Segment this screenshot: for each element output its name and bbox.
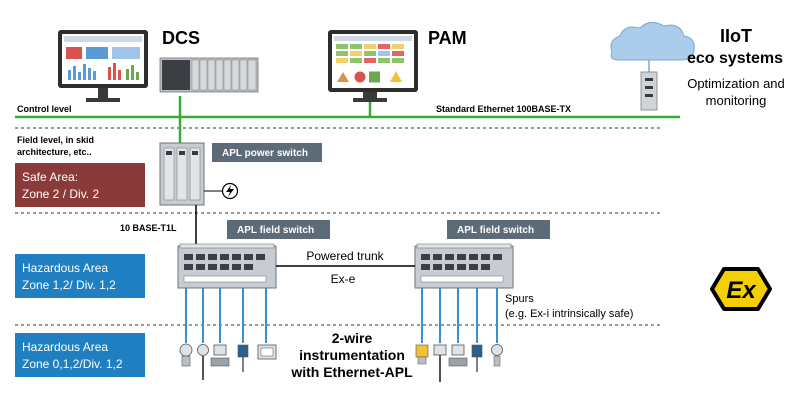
level-probe-icon bbox=[433, 344, 447, 382]
t1l-label: 10 BASE-T1L bbox=[120, 223, 177, 233]
field-switch-left-label: APL field switch bbox=[237, 225, 314, 236]
field-level-label-line2: architecture, etc.. bbox=[17, 147, 92, 157]
ethernet-bus bbox=[15, 96, 680, 143]
pam-label: PAM bbox=[428, 28, 467, 48]
instruments-right bbox=[415, 344, 503, 382]
display-unit-icon bbox=[257, 344, 277, 360]
pam-monitor bbox=[328, 30, 418, 102]
apl-power-switch bbox=[159, 142, 205, 206]
hazardous-area-zone1: Hazardous Area Zone 1,2/ Div. 1,2 bbox=[15, 254, 145, 298]
instrumentation-line3: with Ethernet-APL bbox=[290, 364, 413, 380]
dcs-controller-rack bbox=[159, 57, 259, 93]
hazard1-line2: Zone 1,2/ Div. 1,2 bbox=[22, 278, 116, 292]
hazard1-line1: Hazardous Area bbox=[22, 261, 108, 275]
control-level-label: Control level bbox=[17, 104, 72, 114]
ex-hazard-icon: Ex bbox=[710, 267, 772, 311]
power-switch-label: APL power switch bbox=[222, 148, 308, 159]
flowmeter-icon bbox=[210, 344, 230, 367]
spurs-label-line2: (e.g. Ex-i intrinsically safe) bbox=[505, 308, 633, 320]
maintenance-icon bbox=[390, 71, 402, 82]
trunk-label-line2: Ex-e bbox=[331, 272, 356, 286]
iiot-title-line1: IIoT bbox=[720, 26, 752, 46]
power-switch-label-box bbox=[212, 143, 322, 162]
iiot-subtitle-line1: Optimization and bbox=[687, 76, 785, 91]
ok-check-icon bbox=[369, 71, 380, 83]
iiot-title-line2: eco systems bbox=[687, 50, 783, 67]
field-level-label-line1: Field level, in skid bbox=[17, 135, 94, 145]
hazard2-line2: Zone 0,1,2/Div. 1,2 bbox=[22, 357, 123, 371]
trunk-label-line1: Powered trunk bbox=[306, 249, 384, 263]
field-switch-right-label: APL field switch bbox=[457, 225, 534, 236]
instrumentation-line2: instrumentation bbox=[299, 347, 405, 363]
iiot-gateway-icon bbox=[640, 71, 658, 111]
temperature-transmitter-icon bbox=[491, 344, 503, 367]
hazardous-area-zone0: Hazardous Area Zone 0,1,2/Div. 1,2 bbox=[15, 333, 145, 377]
flowmeter-right-icon bbox=[448, 344, 468, 367]
power-lightning-icon bbox=[221, 182, 239, 200]
apl-field-switch-right bbox=[414, 243, 514, 289]
yellow-transmitter-icon bbox=[415, 344, 429, 365]
dcs-monitor bbox=[58, 30, 148, 102]
safe-area-zone: Safe Area: Zone 2 / Div. 2 bbox=[15, 163, 145, 207]
hazard2-line1: Hazardous Area bbox=[22, 340, 108, 354]
ex-symbol-text: Ex bbox=[726, 277, 757, 304]
level-transmitter-icon bbox=[197, 344, 209, 380]
safe-area-line2: Zone 2 / Div. 2 bbox=[22, 187, 99, 201]
field-switch-left-label-box bbox=[227, 220, 330, 239]
analyzer-right-icon bbox=[471, 344, 483, 372]
failure-icon bbox=[354, 71, 366, 83]
dcs-label: DCS bbox=[162, 28, 200, 48]
cloud-icon bbox=[610, 22, 695, 61]
analyzer-icon bbox=[237, 344, 249, 372]
spurs-label-line1: Spurs bbox=[505, 293, 534, 305]
spurs-left bbox=[185, 288, 267, 343]
pressure-transmitter-icon bbox=[179, 343, 193, 367]
iiot-subtitle-line2: monitoring bbox=[706, 93, 767, 108]
spurs-right bbox=[421, 288, 498, 343]
field-switch-right-label-box bbox=[447, 220, 550, 239]
apl-field-switch-left bbox=[177, 243, 277, 289]
warning-diamond-icon bbox=[337, 72, 349, 82]
ethernet-label: Standard Ethernet 100BASE-TX bbox=[436, 104, 571, 114]
instrumentation-line1: 2-wire bbox=[332, 330, 373, 346]
safe-area-line1: Safe Area: bbox=[22, 170, 78, 184]
instruments-left bbox=[179, 343, 277, 380]
